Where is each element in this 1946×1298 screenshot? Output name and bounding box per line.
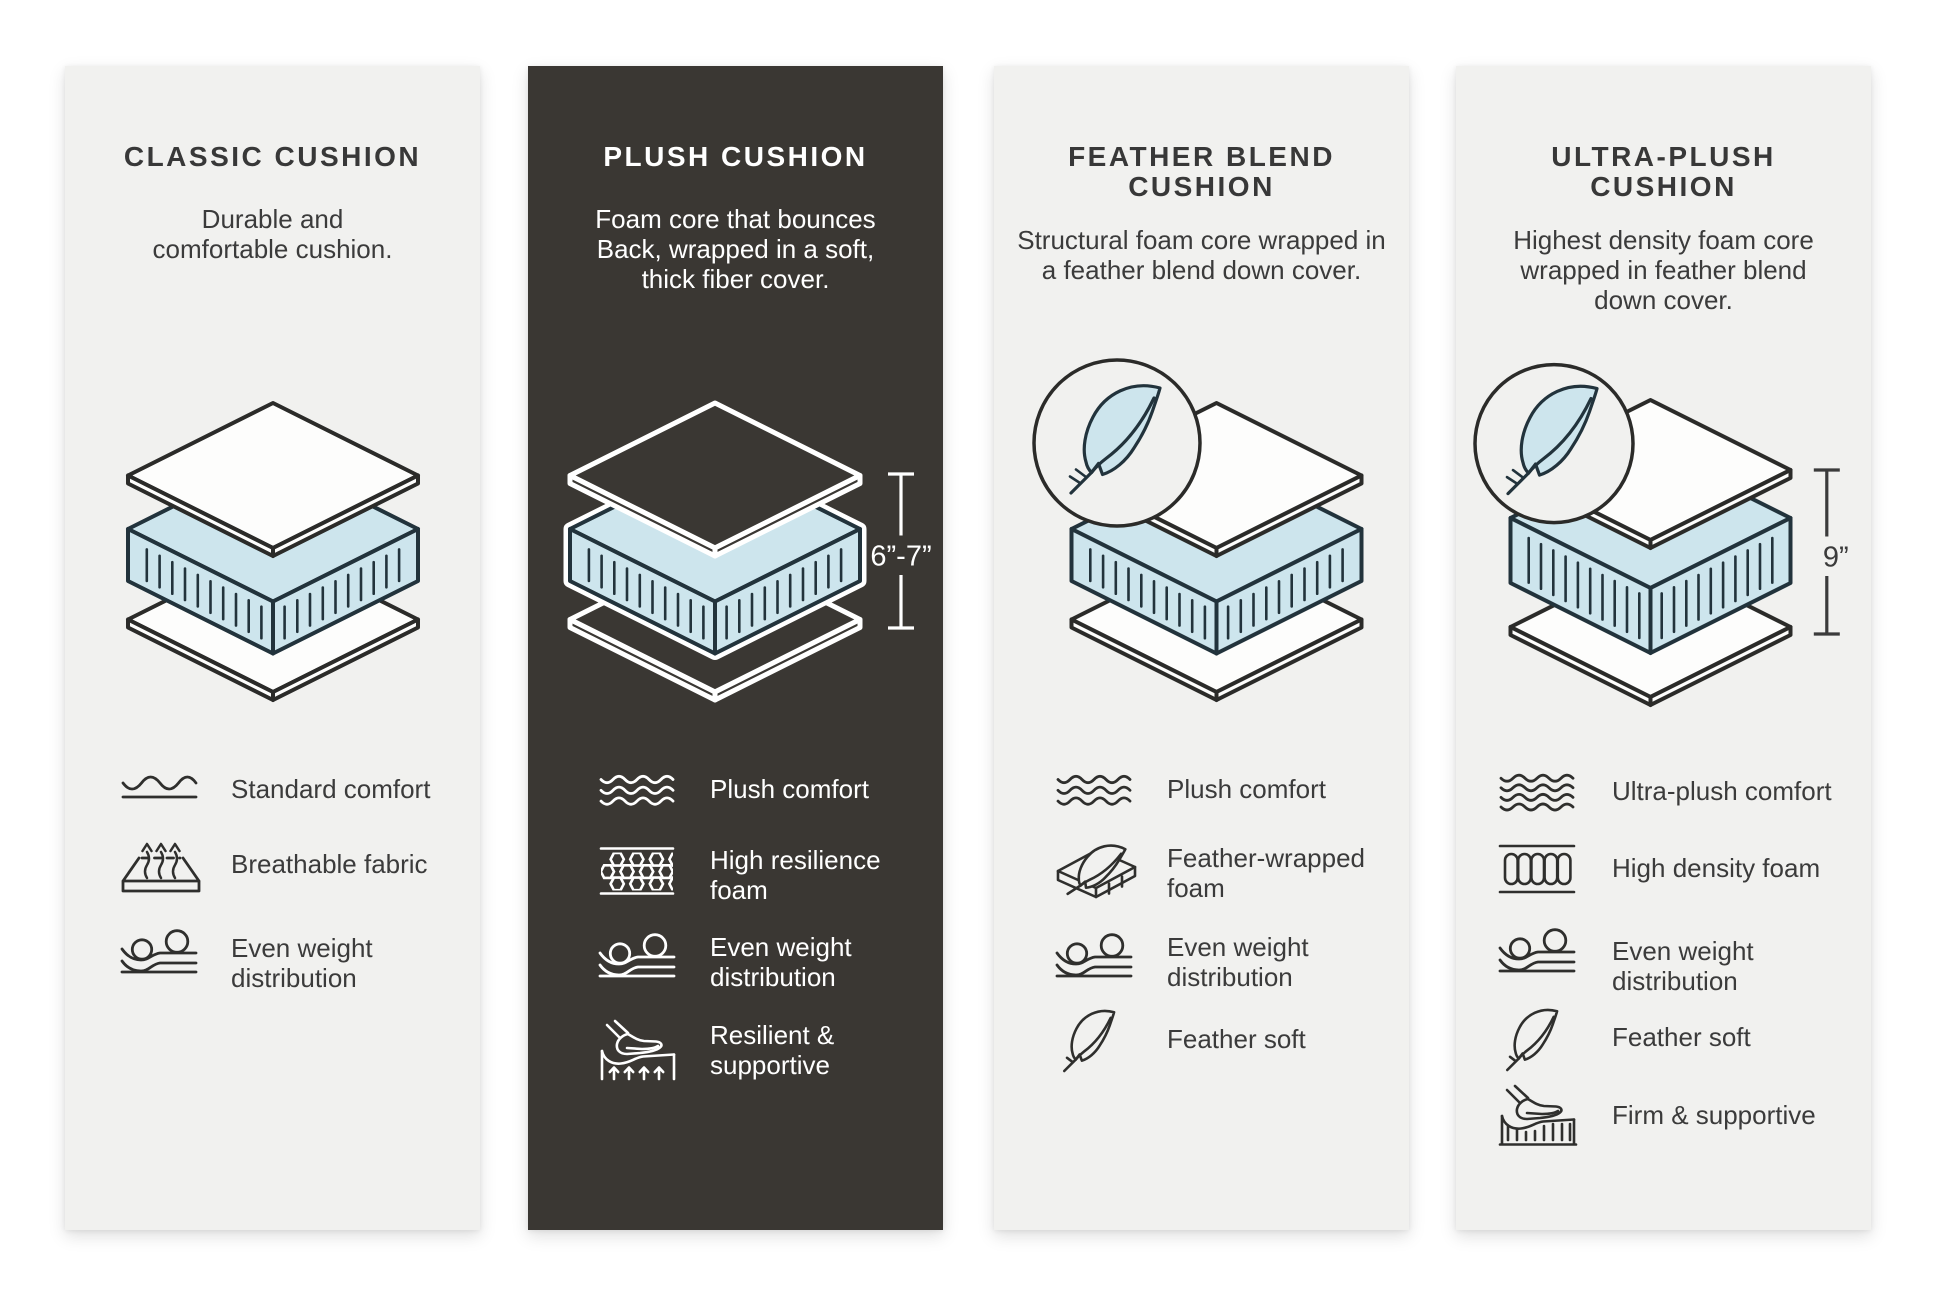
svg-text:6”-7”: 6”-7” — [870, 541, 931, 573]
svg-text:9”: 9” — [1823, 542, 1849, 574]
